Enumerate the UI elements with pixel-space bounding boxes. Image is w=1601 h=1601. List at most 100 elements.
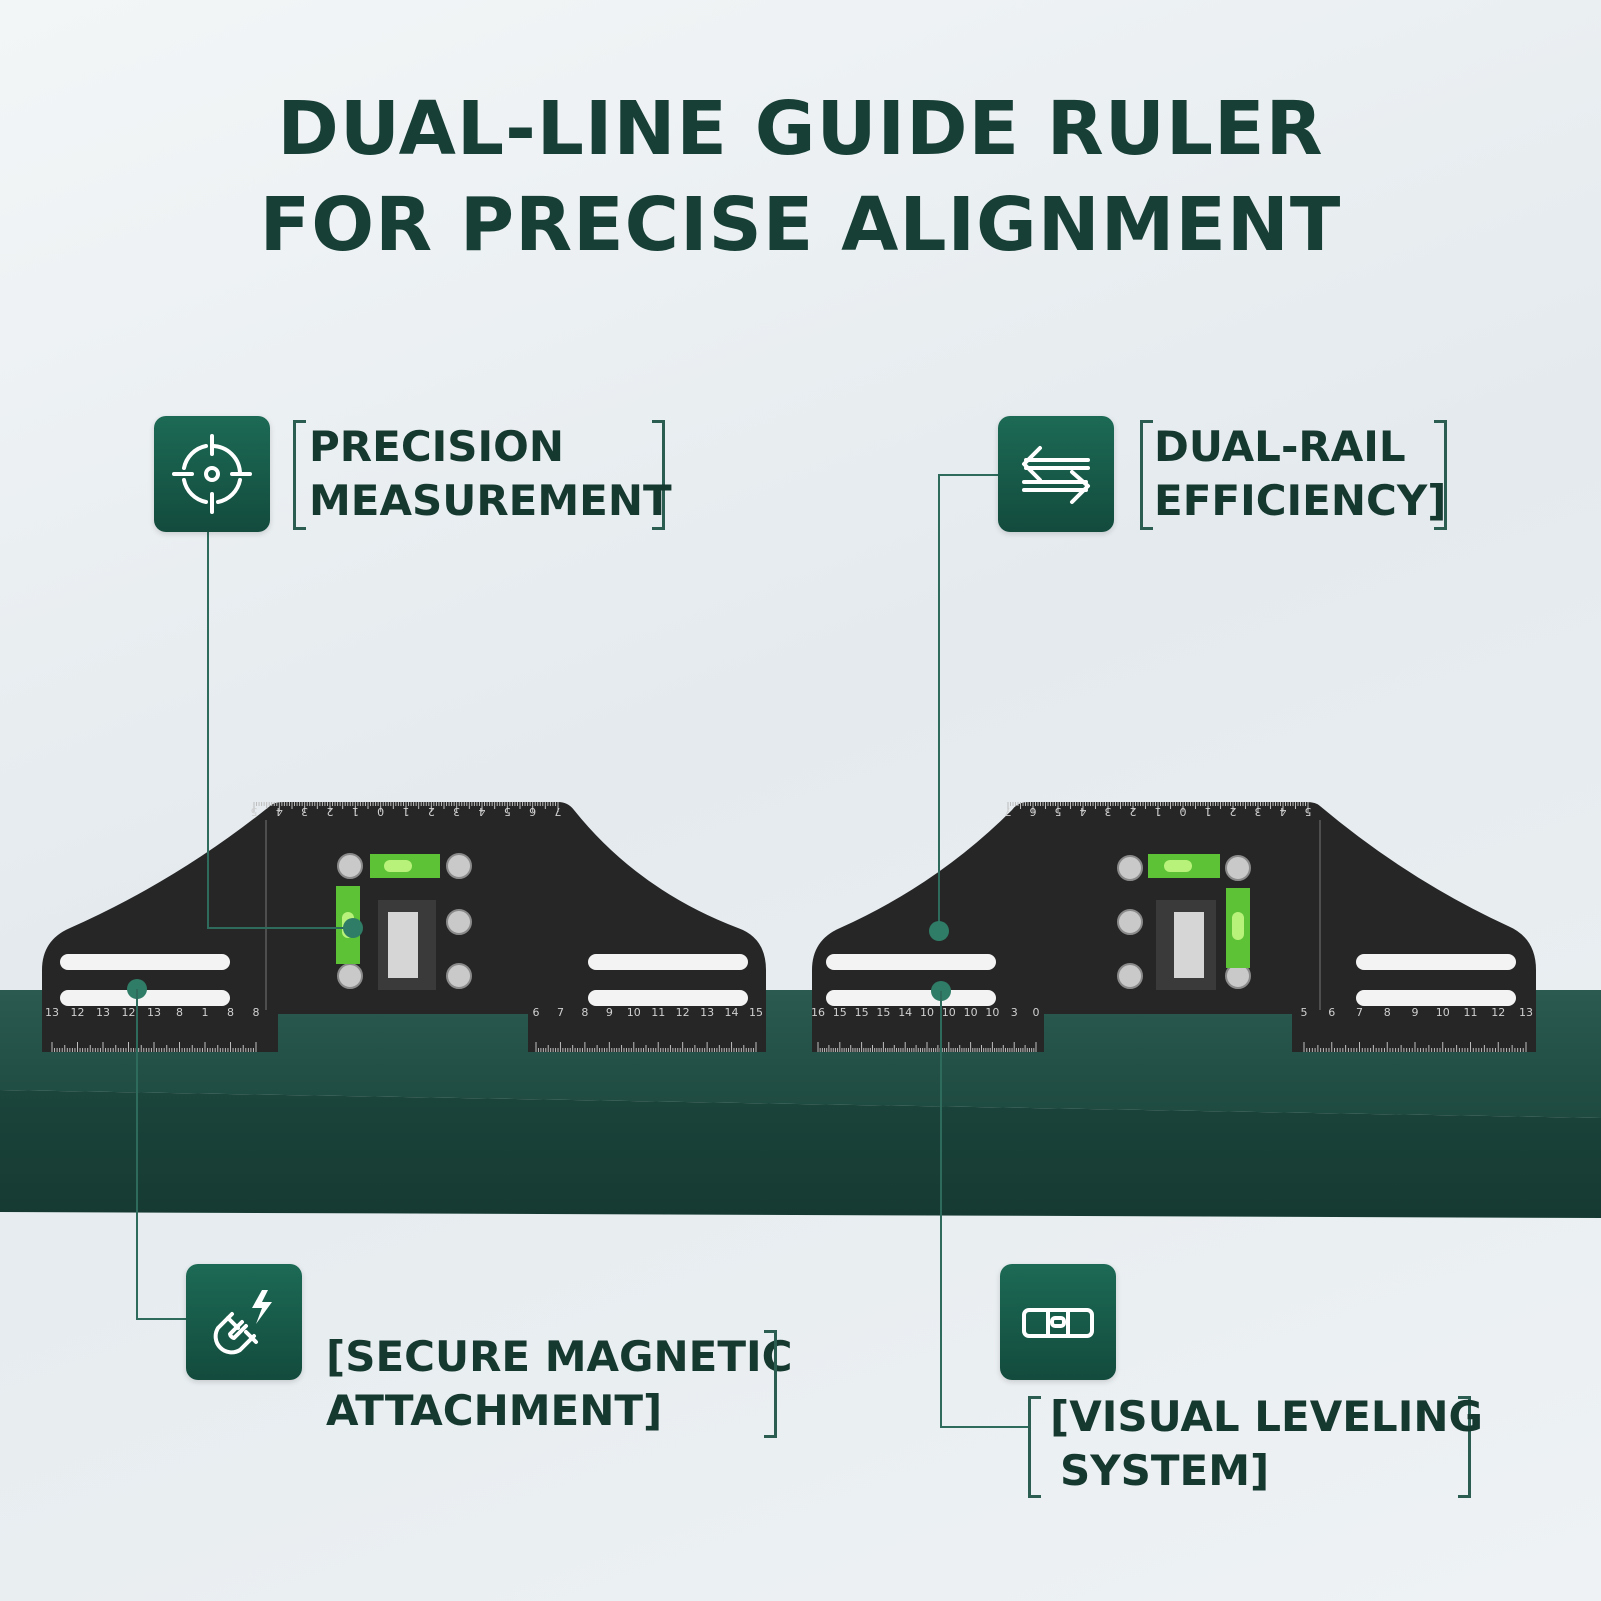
ruler-tick-label: 7: [557, 1006, 564, 1019]
left-ruler-screws: [337, 853, 472, 989]
ruler-tick-label: 1: [1205, 805, 1212, 818]
right-ruler-screws: [1117, 855, 1251, 989]
ruler-tick-label: 3: [453, 805, 460, 818]
ruler-tick-label: 6: [533, 1006, 540, 1019]
ruler-tick-label: 9: [606, 1006, 613, 1019]
ruler-tick-label: 4: [276, 805, 283, 818]
ruler-tick-label: 3: [301, 805, 308, 818]
ruler-tick-label: 5: [1301, 1006, 1308, 1019]
ruler-tick-label: 4: [1280, 805, 1287, 818]
spirit-level-icon: [1022, 1308, 1094, 1338]
dualrail-label-line-2: EFFICIENCY]: [1154, 476, 1447, 525]
ruler-tick-label: 1: [202, 1006, 209, 1019]
magnetic-label-line-2: ATTACHMENT]: [326, 1386, 663, 1435]
left-ruler-slot: [60, 990, 230, 1006]
ruler-tick-label: 8: [227, 1006, 234, 1019]
swap-arrows-icon: [1022, 446, 1090, 504]
ruler-tick-label: 5: [251, 805, 258, 818]
ruler-tick-label: 8: [581, 1006, 588, 1019]
ruler-tick-label: 11: [1464, 1006, 1478, 1019]
dualrail-connector-horizontal: [938, 474, 998, 476]
dualrail-bracket-right: [1434, 420, 1447, 530]
ruler-tick-label: 15: [833, 1006, 847, 1019]
ruler-tick-label: 13: [1519, 1006, 1533, 1019]
precision-feature-icon-box: [154, 416, 270, 532]
ruler-tick-label: 5: [1305, 805, 1312, 818]
ruler-tick-label: 1: [403, 805, 410, 818]
precision-connector-dot: [343, 918, 363, 938]
page-title-line-1: DUAL-LINE GUIDE RULER: [277, 86, 1324, 172]
ruler-tick-label: 12: [71, 1006, 85, 1019]
dualrail-connector-vertical: [938, 474, 940, 930]
ruler-tick-label: 13: [147, 1006, 161, 1019]
dualrail-label-line-1: DUAL-RAIL: [1154, 422, 1406, 471]
ruler-tick-label: 0: [1180, 805, 1187, 818]
ruler-tick-label: 15: [855, 1006, 869, 1019]
crosshair-icon: [172, 434, 252, 514]
leveling-feature-icon-box: [1000, 1264, 1116, 1380]
ruler-tick-label: 2: [327, 805, 334, 818]
ruler-tick-label: 2: [428, 805, 435, 818]
precision-connector-horizontal: [207, 927, 347, 929]
ruler-tick-label: 5: [504, 805, 511, 818]
right-ruler-slot: [826, 990, 996, 1006]
ruler-tick-label: 16: [811, 1006, 825, 1019]
ruler-tick-label: 3: [1105, 805, 1112, 818]
ruler-tick-label: 13: [700, 1006, 714, 1019]
precision-label-line-1: PRECISION: [309, 422, 564, 471]
magnetic-connector-vertical: [136, 989, 138, 1319]
leveling-connector-vertical: [940, 991, 942, 1427]
ruler-tick-label: 9: [1412, 1006, 1419, 1019]
precision-bracket-left: [293, 420, 306, 530]
ruler-tick-label: 10: [964, 1006, 978, 1019]
ruler-tick-label: 10: [920, 1006, 934, 1019]
leveling-bracket-left: [1028, 1396, 1041, 1498]
left-ruler-slot: [60, 954, 230, 970]
ruler-tick-label: 1: [352, 805, 359, 818]
dualrail-feature-icon-box: [998, 416, 1114, 532]
magnetic-label-line-1: [SECURE MAGNETIC: [326, 1332, 793, 1381]
ruler-tick-label: 6: [529, 805, 536, 818]
leveling-bracket-right: [1458, 1396, 1471, 1498]
magnetic-connector-horizontal: [136, 1318, 188, 1320]
ruler-tick-label: 8: [1384, 1006, 1391, 1019]
leveling-connector-horizontal: [940, 1426, 1028, 1428]
ruler-tick-label: 11: [651, 1006, 665, 1019]
precision-label-line-2: MEASUREMENT: [309, 476, 672, 525]
ruler-tick-label: 8: [253, 1006, 260, 1019]
leveling-label-line-1: [VISUAL LEVELING: [1050, 1392, 1483, 1441]
precision-connector-vertical: [207, 520, 209, 928]
dualrail-connector-dot: [929, 921, 949, 941]
shelf-top: [0, 990, 1601, 1118]
ruler-tick-label: 7: [555, 805, 562, 818]
ruler-tick-label: 10: [942, 1006, 956, 1019]
ruler-tick-label: 12: [676, 1006, 690, 1019]
page-title-line-2: FOR PRECISE ALIGNMENT: [259, 182, 1342, 268]
precision-bracket-right: [652, 420, 665, 530]
ruler-tick-label: 8: [176, 1006, 183, 1019]
magnetic-feature-icon-box: [186, 1264, 302, 1380]
ruler-tick-label: 4: [479, 805, 486, 818]
right-ruler-slot: [1356, 954, 1516, 970]
ruler-tick-label: 0: [377, 805, 384, 818]
dualrail-bracket-left: [1140, 420, 1153, 530]
magnetic-bracket-right: [764, 1330, 777, 1438]
ruler-tick-label: 15: [749, 1006, 763, 1019]
ruler-tick-label: 7: [1005, 805, 1012, 818]
ruler-tick-label: 12: [122, 1006, 136, 1019]
left-ruler-slot: [588, 990, 748, 1006]
ruler-tick-label: 13: [45, 1006, 59, 1019]
magnet-icon: [213, 1290, 272, 1355]
ruler-tick-label: 4: [1080, 805, 1087, 818]
ruler-tick-label: 12: [1491, 1006, 1505, 1019]
leveling-label-line-2: SYSTEM]: [1060, 1446, 1270, 1495]
